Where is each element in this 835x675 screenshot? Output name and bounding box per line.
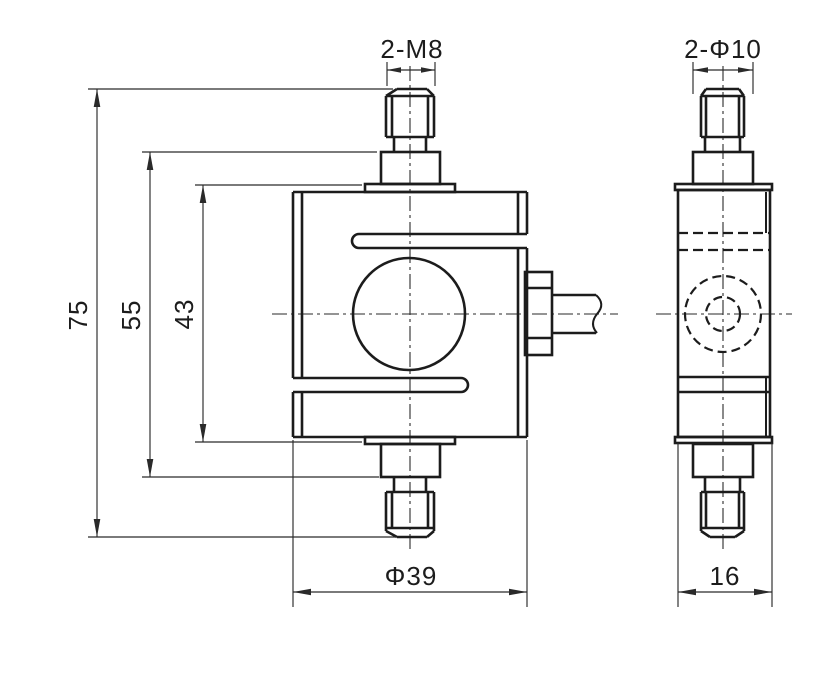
front-bottom-stud <box>363 435 457 539</box>
dim-boss-height: 55 <box>116 151 379 478</box>
dim-thread-side: 2-Φ10 <box>684 34 762 94</box>
cable-break-line <box>592 294 603 334</box>
side-upper-slot-hidden-lines <box>678 231 770 252</box>
side-view: 2-Φ10 16 <box>656 34 792 607</box>
dim-label-2phi10: 2-Φ10 <box>684 34 762 64</box>
side-lower-slot-lines <box>678 375 770 394</box>
dim-body-width-side: 16 <box>677 443 773 607</box>
dim-label-43: 43 <box>169 299 199 330</box>
front-body <box>291 190 529 439</box>
front-top-stud <box>363 87 457 194</box>
dim-flange-height: 43 <box>169 184 362 443</box>
dim-thread-front: 2-M8 <box>380 34 443 86</box>
side-top-stud <box>691 87 755 186</box>
front-lower-slot <box>293 376 470 394</box>
side-bottom-stud <box>691 442 755 539</box>
side-hole-outer-hidden <box>683 274 763 354</box>
side-hole-inner-hidden <box>704 295 742 333</box>
dim-label-75: 75 <box>63 300 93 331</box>
dim-label-55: 55 <box>116 300 146 331</box>
front-center-hole <box>351 256 467 372</box>
dim-label-16: 16 <box>710 561 741 591</box>
cable-connector <box>523 270 603 357</box>
cable <box>552 293 596 335</box>
side-body <box>673 182 774 445</box>
front-view: 75 55 43 Φ39 2-M8 <box>63 34 618 607</box>
dim-label-phi39: Φ39 <box>385 561 438 591</box>
dim-label-2m8: 2-M8 <box>380 34 443 64</box>
dim-body-width-front: Φ39 <box>292 440 528 607</box>
dim-overall-height: 75 <box>63 88 396 538</box>
front-upper-slot <box>350 232 527 250</box>
